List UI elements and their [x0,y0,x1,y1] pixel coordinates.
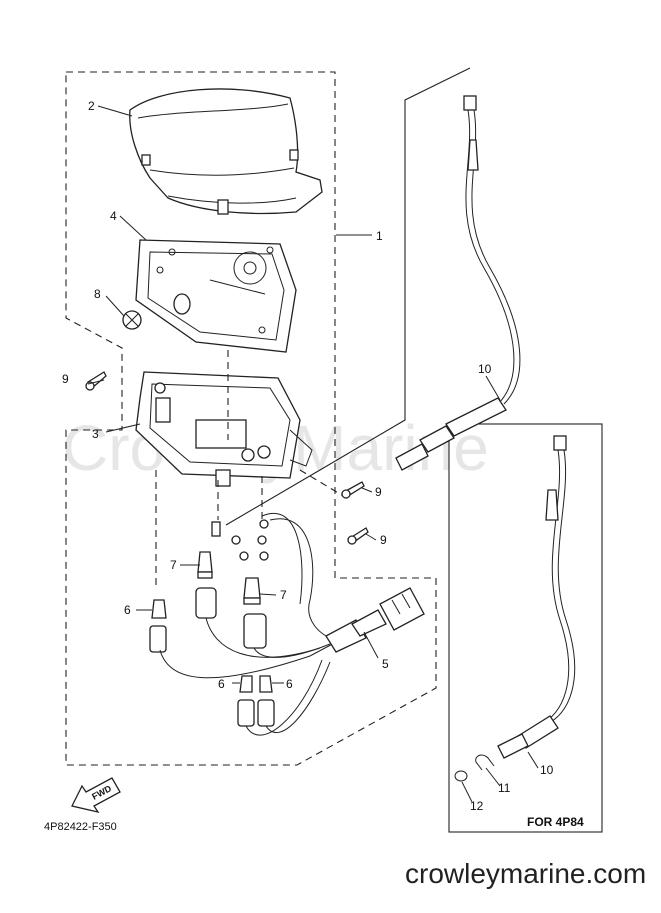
callout-6a: 6 [124,603,131,617]
bulb-part-6c [259,675,273,693]
meter-cover [129,88,323,215]
callout-9a: 9 [62,372,69,386]
connector-part [325,587,425,653]
screw-part-c [347,527,369,545]
speedometer-cable-inset [497,435,576,759]
bulb-part-7a [197,551,213,579]
callout-7a: 7 [170,558,177,572]
fasteners-group [211,519,269,561]
leader-lines [87,105,539,803]
bulb-part-6a [151,599,167,619]
callout-7b: 7 [280,588,287,602]
callout-3: 3 [92,427,99,441]
fwd-arrow-icon: FWD [71,777,121,814]
callout-11: 11 [498,781,511,795]
meter-body [135,239,297,353]
screw-part-a [85,371,107,391]
callout-6c: 6 [286,677,293,691]
ring-part [454,770,468,782]
inset-note: FOR 4P84 [527,815,584,829]
callout-6b: 6 [218,677,225,691]
clip-part [475,754,495,771]
speedometer-cable-main [395,95,521,471]
callout-5: 5 [382,657,389,671]
callout-1: 1 [376,229,383,243]
socket-group [149,587,275,727]
site-name: crowleymarine.com [405,858,646,889]
callout-10a: 10 [478,362,492,376]
bulb-part-6b [239,675,253,693]
callout-10b: 10 [540,763,554,777]
callout-9c: 9 [380,533,387,547]
callout-9b: 9 [375,485,382,499]
callout-8: 8 [94,287,101,301]
callout-2: 2 [88,99,95,113]
assembly-boundary [65,71,437,766]
inset-box [448,423,603,833]
grommet-part [122,310,142,330]
diagram-code: 4P82422-F350 [44,821,117,833]
callout-4: 4 [110,209,117,223]
cable-bracket-line [225,67,471,526]
screw-part-b [341,481,365,499]
meter-housing [135,371,313,487]
bulb-part-7b [243,577,261,605]
wire-harness [159,513,341,736]
callout-12: 12 [470,799,484,813]
